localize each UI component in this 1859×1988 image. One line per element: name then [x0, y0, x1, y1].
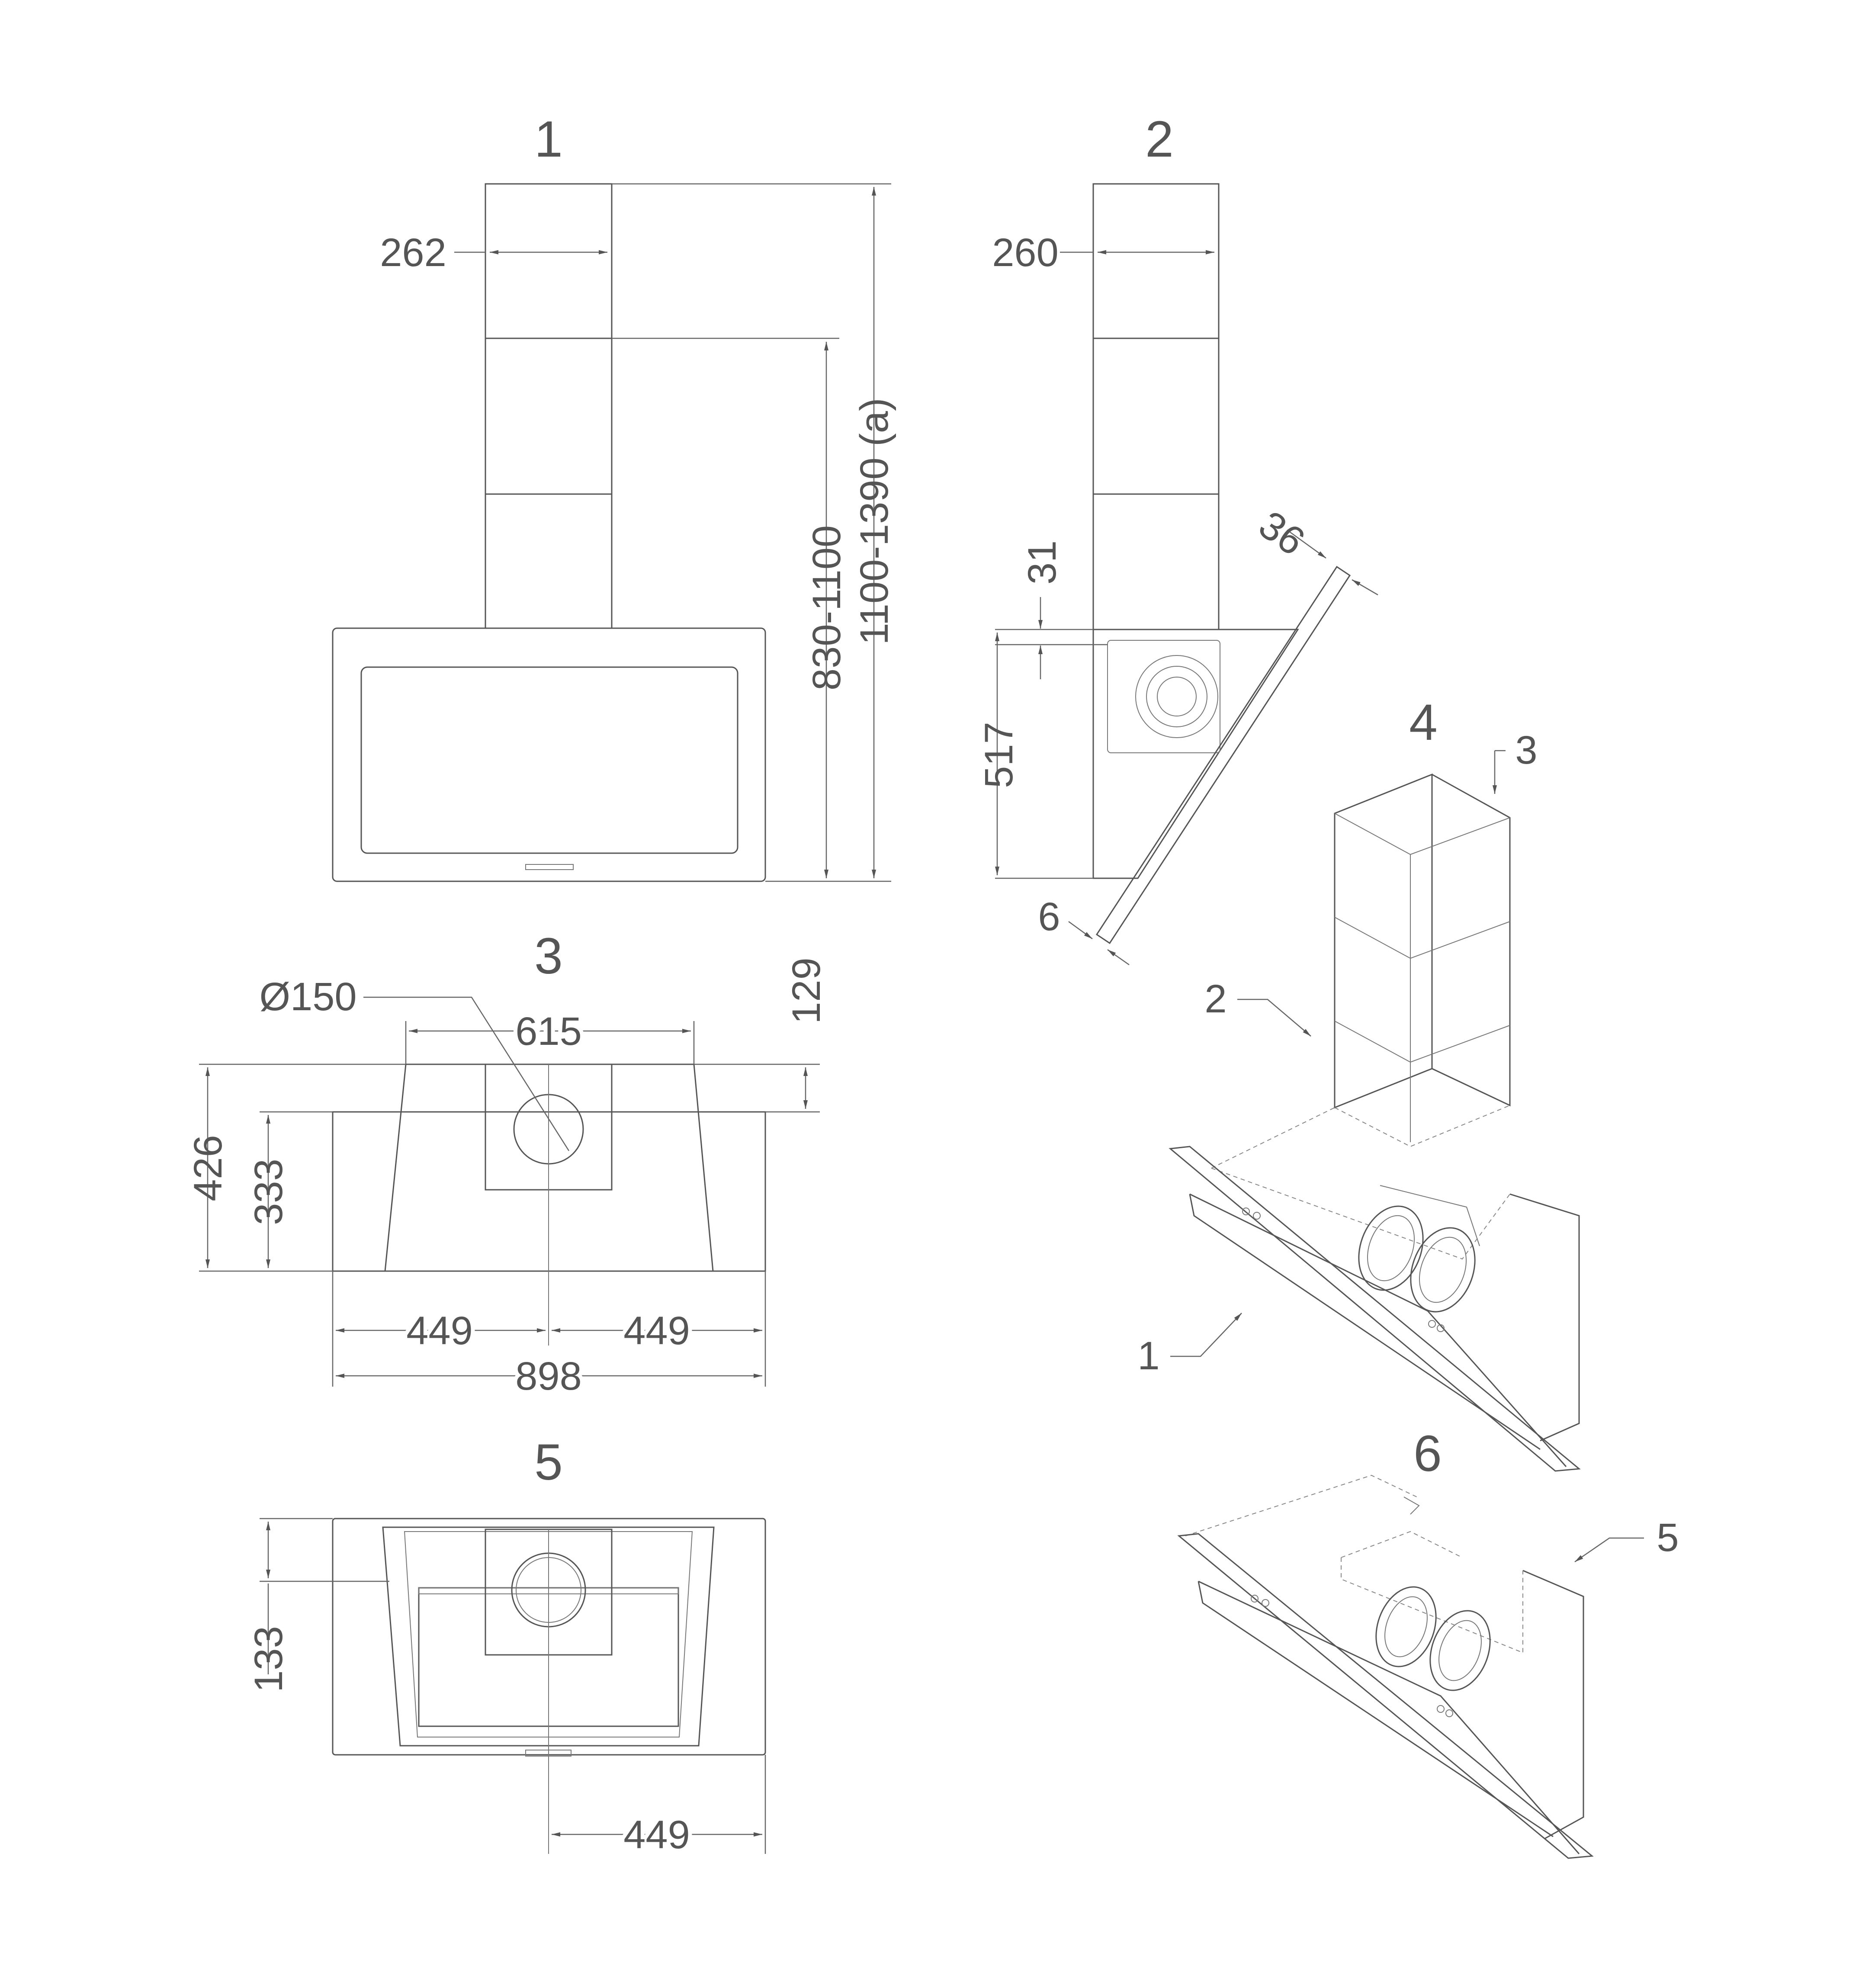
callout-1: 1 [1137, 1334, 1159, 1378]
iso2-glass-panel [1177, 1533, 1594, 1859]
view-2-side: 2 260 31 517 36 6 [977, 111, 1378, 966]
dim-diameter-150: Ø150 [259, 975, 356, 1019]
iso-hood-box [1509, 1193, 1580, 1442]
view-5-bottom: 5 133 449 [247, 1434, 766, 1861]
hood-body [332, 627, 766, 882]
hood-glass-panel [360, 666, 738, 854]
view-6-isometric: 6 5 [1177, 1425, 1679, 1859]
iso-chimney [1334, 773, 1433, 1109]
dim-830-1100: 830-1100 [805, 525, 849, 691]
view-6-label: 6 [1413, 1425, 1442, 1482]
chimney-lower [485, 337, 613, 495]
side-glass-panel [1095, 565, 1351, 944]
dim-426: 426 [186, 1135, 230, 1201]
dim-449-right: 449 [623, 1309, 690, 1353]
side-blower [1135, 655, 1218, 738]
view-4-isometric: 4 3 2 1 [1137, 694, 1581, 1472]
iso2-blower-left [1375, 1586, 1437, 1667]
view-1-front: 1 262 830-1100 1100-1390 (a) [332, 111, 896, 882]
dim-333: 333 [247, 1159, 291, 1225]
dim-6: 6 [1038, 895, 1060, 939]
dim-449-left: 449 [406, 1309, 473, 1353]
iso-blower-right [1410, 1227, 1476, 1313]
dim-31: 31 [1020, 540, 1064, 585]
control-panel [525, 864, 574, 870]
iso2-hood-box [1185, 1474, 1417, 1536]
dim-517: 517 [977, 722, 1021, 788]
dim-615: 615 [515, 1009, 582, 1053]
side-chimney-bottom [1092, 493, 1220, 630]
view-3-top: 3 Ø150 615 129 426 333 449 449 89 [186, 928, 828, 1402]
side-hood-body [1092, 629, 1299, 879]
dim-898: 898 [515, 1354, 582, 1398]
dim-1100-1390: 1100-1390 (a) [852, 398, 896, 645]
view-1-label: 1 [534, 111, 563, 168]
side-chimney-upper [1092, 183, 1220, 339]
callout-2: 2 [1204, 977, 1226, 1021]
dim-133: 133 [247, 1626, 291, 1693]
iso-blower-left [1358, 1205, 1424, 1291]
dim-449-bottom: 449 [623, 1813, 690, 1857]
view-3-label: 3 [534, 928, 563, 985]
chimney-upper [485, 183, 613, 339]
iso2-blower-right [1429, 1610, 1491, 1691]
side-chimney-lower [1092, 337, 1220, 495]
dim-129: 129 [784, 957, 828, 1024]
dim-260: 260 [992, 231, 1059, 275]
view-4-label: 4 [1409, 694, 1438, 751]
view-2-label: 2 [1145, 111, 1174, 168]
callout-5: 5 [1657, 1516, 1679, 1560]
chimney-bottom [485, 493, 613, 629]
callout-3: 3 [1515, 728, 1537, 772]
iso-glass-panel [1169, 1146, 1581, 1472]
dim-262: 262 [380, 231, 446, 275]
view-5-label: 5 [534, 1434, 563, 1491]
dim-36: 36 [1251, 502, 1313, 564]
